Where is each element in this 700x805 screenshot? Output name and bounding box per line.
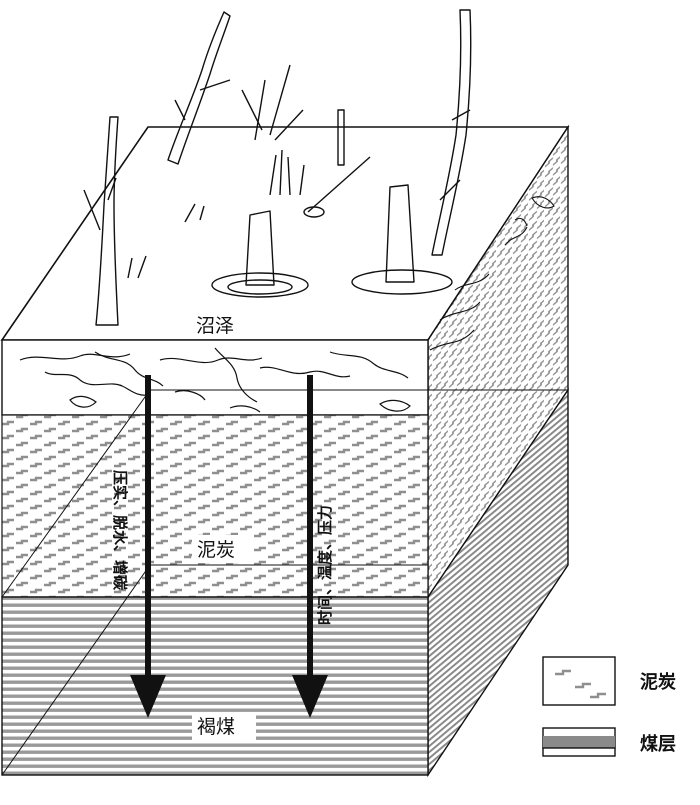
hidden-edge-bottom (1, 564, 151, 776)
legend-peat-label: 泥炭 (640, 671, 676, 693)
root-debris (19, 347, 411, 413)
process-arrows (130, 375, 328, 718)
label-swamp: 沼泽 (196, 315, 234, 337)
legend: 泥炭 煤层 (542, 656, 676, 757)
label-peat: 泥炭 (197, 539, 235, 561)
legend-peat-swatch (542, 656, 616, 706)
label-lignite: 褐煤 (197, 716, 235, 738)
arrow-right-label: 时间、温度、压力 (316, 505, 334, 625)
swamp-label-bg (192, 312, 252, 338)
lignite-label-bg (192, 712, 256, 740)
lignite-layer (1, 596, 429, 776)
arrow-left-label: 压实、脱水、增碳 (111, 470, 129, 591)
side-root-debris (429, 196, 555, 351)
legend-coal-label: 煤层 (640, 733, 676, 755)
peat-label-bg (192, 535, 252, 563)
root-layer (1, 339, 429, 416)
peat-layer (1, 414, 429, 598)
swamp-trees (83, 9, 472, 326)
hidden-edge-left (1, 389, 151, 598)
